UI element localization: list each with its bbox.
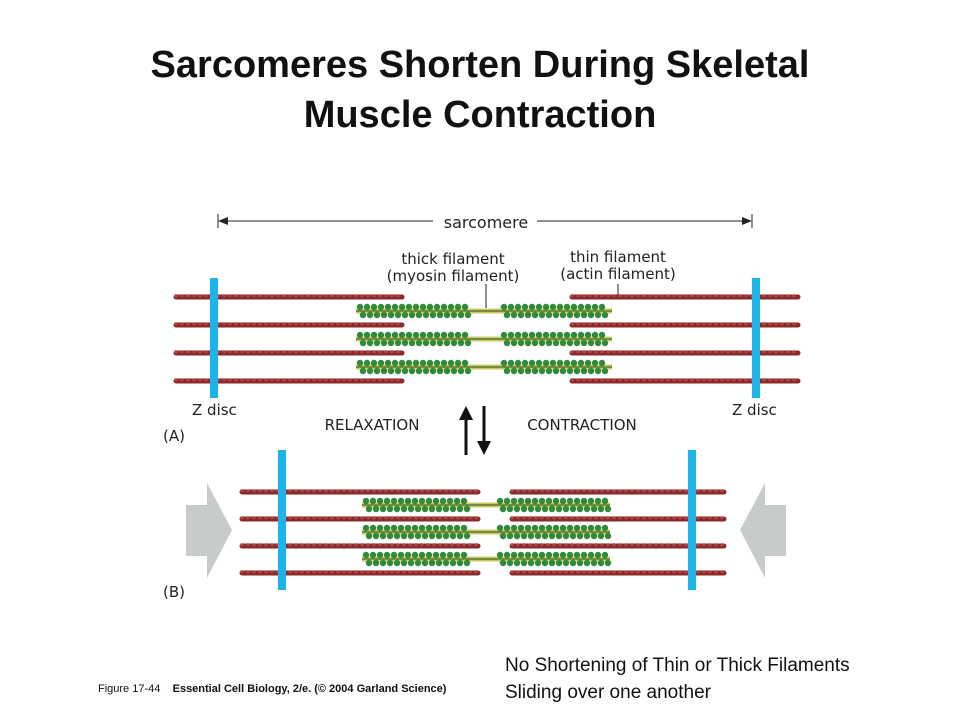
actin-filament-label: (actin filament): [560, 265, 676, 283]
actin-filament: [569, 294, 801, 300]
myosin-filament: [356, 359, 612, 375]
right-push-arrow-icon: [740, 483, 786, 578]
z-disc-right-a: [752, 278, 760, 398]
myosin-filament: [356, 303, 612, 319]
actin-filament: [173, 350, 405, 356]
contraction-label: CONTRACTION: [527, 416, 637, 434]
actin-filament: [569, 322, 801, 328]
actin-filament: [239, 489, 481, 495]
z-disc-left-b: [278, 450, 286, 590]
myosin-filament: [362, 497, 612, 513]
note-line-2: Sliding over one another: [505, 682, 711, 703]
figure-number: Figure 17-44: [98, 683, 161, 695]
myosin-filament: [362, 524, 612, 540]
actin-filament: [173, 294, 405, 300]
thick-filament-label: thick filament: [401, 250, 504, 268]
thin-filament-label: thin filament: [570, 248, 666, 266]
myosin-filament-label: (myosin filament): [387, 267, 520, 285]
actin-filament: [239, 570, 481, 576]
figure-credit: Figure 17-44 Essential Cell Biology, 2/e…: [98, 683, 446, 695]
sarcomere-span-arrow: [217, 210, 753, 232]
myosin-filament: [356, 331, 612, 347]
actin-filament: [173, 322, 405, 328]
actin-filament: [569, 378, 801, 384]
note-line-1: No Shortening of Thin or Thick Filaments: [505, 655, 850, 676]
actin-filament: [239, 543, 481, 549]
z-disc-left-a: [210, 278, 218, 398]
actin-filament: [239, 516, 481, 522]
myosin-filament: [362, 551, 612, 567]
z-disc-right-b: [688, 450, 696, 590]
slide-title-line-1: Sarcomeres Shorten During Skeletal: [150, 44, 810, 86]
z-disc-right-label: Z disc: [732, 401, 777, 419]
slide-title-line-2: Muscle Contraction: [303, 94, 657, 136]
z-disc-left-label: Z disc: [192, 401, 237, 419]
down-arrow-icon: [477, 406, 491, 455]
relaxation-label: RELAXATION: [325, 416, 420, 434]
figure-source: Essential Cell Biology, 2/e. (© 2004 Gar…: [172, 683, 447, 695]
actin-filament: [569, 350, 801, 356]
panel-a-label: (A): [163, 427, 185, 445]
sarcomere-label: sarcomere: [444, 213, 528, 232]
panel-b-label: (B): [163, 583, 185, 601]
left-push-arrow-icon: [186, 483, 232, 578]
actin-filament: [173, 378, 405, 384]
panel-b-filaments: [239, 489, 727, 576]
up-arrow-icon: [459, 406, 473, 455]
